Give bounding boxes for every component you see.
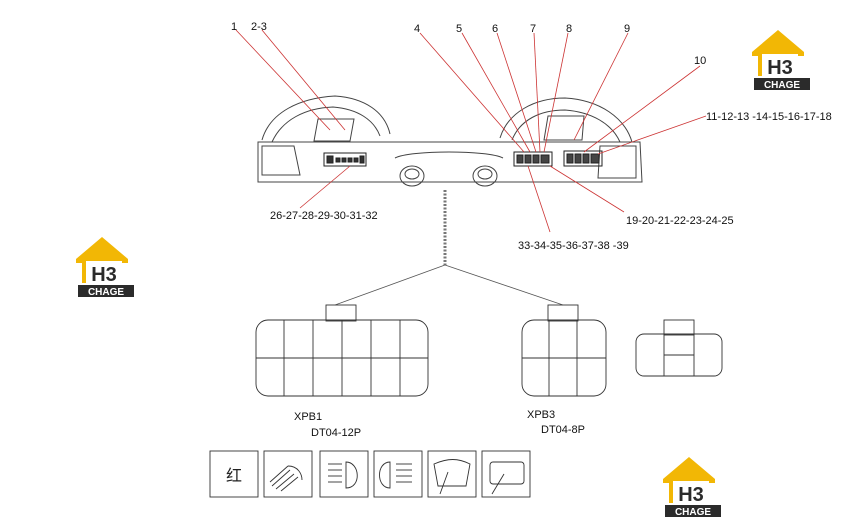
callout-2-3: 2-3	[251, 21, 267, 33]
brand-logo: H3 CHAGE	[752, 30, 810, 91]
symbol-red-char: 红	[226, 466, 242, 485]
branch-xpb1	[334, 264, 446, 306]
connector-xpb1	[255, 304, 429, 397]
logo-text: CHAGE	[675, 507, 711, 518]
callout-4: 4	[414, 23, 420, 35]
callout-26-32: 26-27-28-29-30-31-32	[270, 210, 378, 222]
callout-5: 5	[456, 23, 462, 35]
callout-9: 9	[624, 23, 630, 35]
center-switch-cluster	[513, 151, 553, 167]
symbol-low-beam	[319, 450, 369, 498]
callout-7: 7	[530, 23, 536, 35]
xpb1-type: DT04-12P	[311, 427, 361, 439]
connector-xpb3	[521, 304, 607, 397]
callout-33-39: 33-34-35-36-37-38 -39	[518, 240, 629, 252]
right-knob	[472, 165, 498, 187]
leader-5	[461, 32, 531, 153]
xpb3-name: XPB3	[527, 409, 555, 421]
brand-logo: H3 CHAGE	[663, 457, 721, 518]
leader-10	[583, 65, 701, 153]
callout-8: 8	[566, 23, 572, 35]
symbol-work-light	[263, 450, 313, 498]
right-display	[543, 115, 585, 141]
dashboard-panel	[257, 95, 643, 187]
logo-mark: H3	[678, 484, 704, 506]
leader-6	[496, 32, 537, 153]
leader-8	[543, 32, 569, 153]
symbol-rear-wiper	[481, 450, 531, 498]
branch-xpb3	[444, 264, 564, 306]
callout-11-18: 11-12-13 -14-15-16-17-18	[706, 111, 832, 123]
leader-1	[235, 29, 331, 131]
symbol-front-wiper	[427, 450, 477, 498]
callout-labels: 1 2-3 4 5 6 7 8 9 10 11-12-13 -14-15-16-…	[231, 21, 832, 252]
left-knob	[399, 165, 425, 187]
symbol-high-beam	[373, 450, 423, 498]
leader-2-3	[261, 29, 346, 131]
left-display	[313, 118, 355, 142]
logo-text: CHAGE	[88, 287, 124, 298]
logo-text: CHAGE	[764, 80, 800, 91]
leader-33-39	[527, 165, 551, 233]
xpb3-type: DT04-8P	[541, 424, 585, 436]
rear-wiper-icon	[489, 461, 525, 485]
leader-9	[573, 32, 629, 141]
leader-26-32	[299, 165, 351, 209]
high-beam-icon	[379, 461, 391, 489]
wiring-harness	[334, 190, 564, 306]
callout-6: 6	[492, 23, 498, 35]
brand-logo: H3 CHAGE	[76, 237, 134, 298]
xpb1-name: XPB1	[294, 411, 322, 423]
work-light-icon	[287, 465, 303, 481]
symbol-row: 红	[209, 450, 531, 498]
leader-11-18	[597, 115, 707, 155]
right-switch-cluster	[563, 150, 603, 167]
callout-10: 10	[694, 55, 706, 67]
left-switch-cluster	[323, 152, 367, 167]
leader-lines	[235, 29, 707, 233]
leader-19-25	[549, 165, 625, 213]
logo-mark: H3	[767, 57, 793, 79]
callout-1: 1	[231, 21, 237, 33]
leader-4	[419, 32, 525, 153]
symbol-red-box	[209, 450, 259, 498]
low-beam-icon	[345, 461, 358, 489]
logo-mark: H3	[91, 264, 117, 286]
connector-small	[635, 319, 723, 377]
front-wiper-icon	[433, 459, 471, 487]
callout-19-25: 19-20-21-22-23-24-25	[626, 215, 734, 227]
leader-7	[533, 32, 541, 153]
